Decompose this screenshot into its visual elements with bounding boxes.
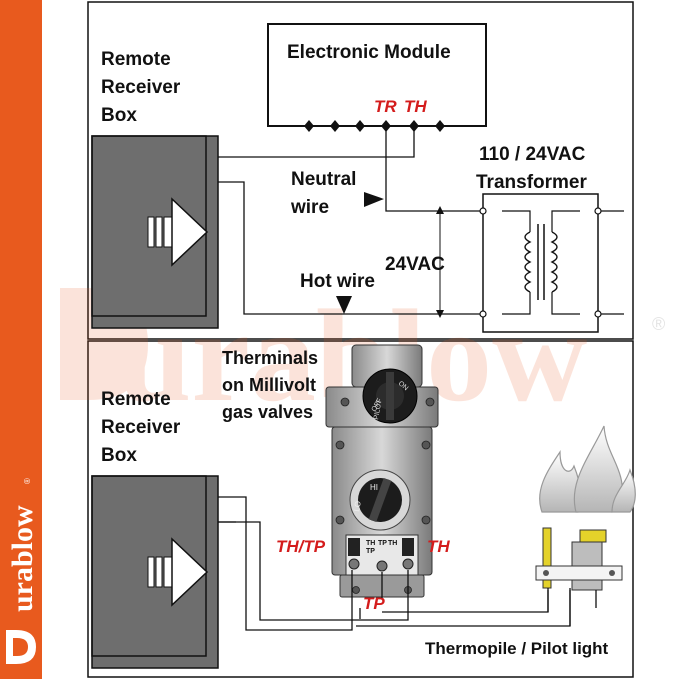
hot-arrow-icon — [336, 296, 352, 314]
millivolt-gas-valve: OFF PILOT ON HI LO TH TP TP TH — [325, 344, 439, 598]
bottom-remote-label-line2: Receiver — [101, 417, 181, 438]
svg-text:TH: TH — [366, 540, 375, 547]
bottom-panel-frame — [87, 340, 634, 678]
transformer-terminals — [479, 207, 602, 318]
terminal-tp-label: TP — [363, 594, 385, 613]
neutral-wire-label-line2: wire — [290, 197, 329, 218]
module-title: Electronic Module — [287, 42, 451, 63]
secondary-coil-icon — [550, 231, 558, 293]
bottom-remote-label-line1: Remote — [101, 389, 171, 410]
svg-text:®: ® — [652, 314, 665, 334]
bottom-remote-label-line3: Box — [101, 445, 137, 466]
valve-label-line1: Therminals — [222, 348, 318, 368]
top-remote-receiver-box — [91, 135, 219, 329]
flame-icon — [539, 425, 636, 513]
bottom-remote-receiver-box — [91, 475, 219, 669]
transformer-label-line2: Transformer — [476, 172, 587, 193]
svg-text:TH: TH — [388, 540, 397, 547]
module-terminal-dots — [304, 120, 445, 132]
top-remote-label-line2: Receiver — [101, 77, 181, 98]
svg-text:LO: LO — [352, 500, 363, 512]
arrow-icon — [147, 537, 209, 607]
terminal-th-label: TH — [427, 537, 450, 556]
hot-wire-label: Hot wire — [300, 271, 375, 292]
voltage-label: 24VAC — [385, 254, 445, 275]
valve-label-line3: gas valves — [222, 402, 313, 422]
brand-vertical-text: urablow — [6, 505, 39, 612]
module-terminal-tr: TR — [374, 97, 397, 116]
brand-registered-mark: ® — [23, 478, 32, 484]
brand-logo: urablow ® — [6, 478, 39, 664]
top-wires — [218, 126, 624, 316]
top-panel-frame — [87, 1, 634, 340]
top-remote-label-line1: Remote — [101, 49, 171, 70]
svg-text:PILOT: PILOT — [373, 398, 384, 420]
thermopile-pilot-assembly — [535, 527, 623, 626]
electronic-module: Electronic Module TR TH — [267, 23, 487, 132]
arrow-icon — [147, 197, 209, 267]
neutral-wire-label-line1: Neutral — [291, 169, 356, 190]
top-panel: Remote Receiver Box Electronic Module TR… — [91, 23, 624, 333]
transformer-label-line1: 110 / 24VAC — [479, 144, 586, 165]
svg-text:TP: TP — [378, 540, 387, 547]
module-terminal-th: TH — [404, 97, 427, 116]
thermopile-pilot-label: Thermopile / Pilot light — [425, 639, 609, 658]
neutral-arrow-icon — [364, 192, 384, 207]
flame-height-knob: HI LO — [349, 469, 411, 531]
top-remote-label-line3: Box — [101, 105, 137, 126]
valve-terminal-block: TH TP TP TH — [345, 534, 419, 576]
svg-text:HI: HI — [370, 483, 378, 492]
brand-sidebar — [0, 0, 42, 679]
valve-label-line2: on Millivolt — [222, 375, 316, 395]
pilot-control-knob: OFF PILOT ON — [362, 368, 418, 424]
bottom-panel: Remote Receiver Box Therminals on Milliv… — [91, 344, 636, 669]
svg-text:TP: TP — [366, 548, 375, 555]
primary-coil-icon — [524, 231, 532, 293]
transformer — [479, 193, 602, 333]
terminal-th-tp-label: TH/TP — [276, 537, 326, 556]
